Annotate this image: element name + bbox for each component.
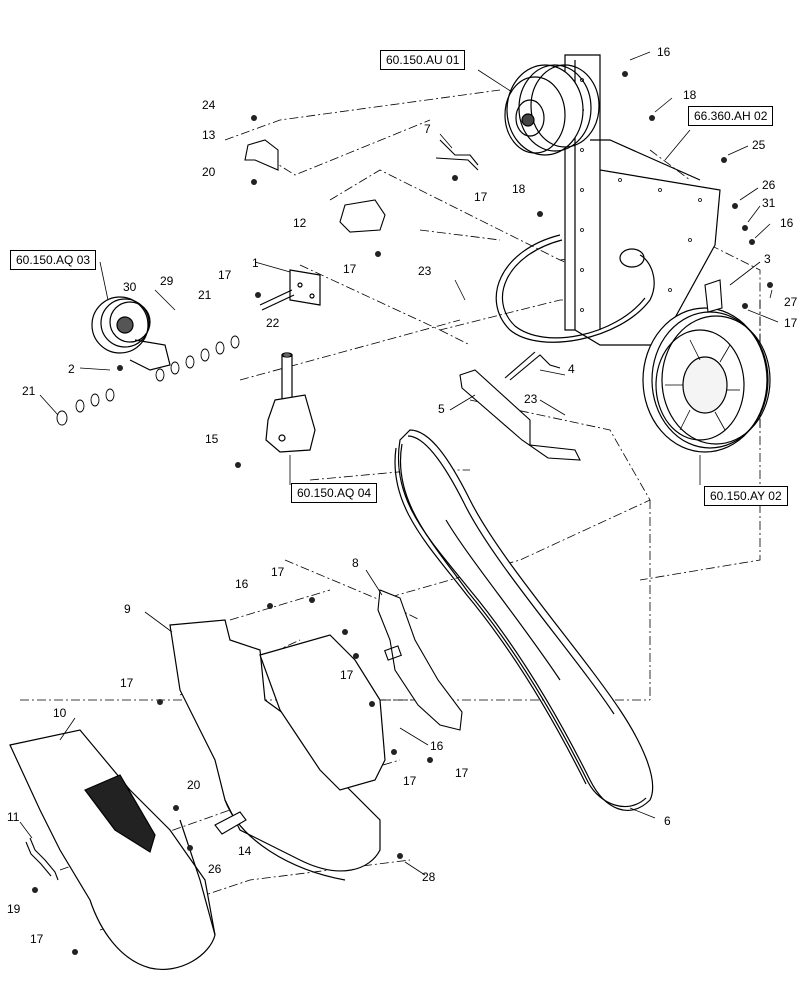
callout-23-a: 23 [418,264,432,278]
callout-17-j: 17 [30,932,44,946]
reference-box-idler-pulley[interactable]: 60.150.AQ 03 [10,250,97,270]
callout-17-e: 17 [271,565,285,579]
callout-6: 6 [664,814,671,828]
hardware-fasteners [32,71,773,955]
callout-2: 2 [68,362,75,376]
callout-16-a: 16 [657,45,671,59]
handle-11 [25,837,59,881]
tensioner [265,352,316,453]
callout-5: 5 [438,402,445,416]
callout-17-h: 17 [403,774,417,788]
plate-5 [459,369,581,461]
callout-1: 1 [252,256,259,270]
callout-27: 27 [784,295,798,309]
callout-17-c: 17 [343,262,357,276]
callout-26-a: 26 [762,178,776,192]
callout-3: 3 [764,252,771,266]
callout-20-b: 20 [187,778,201,792]
inner-shield [169,619,386,881]
callout-23-b: 23 [524,392,538,406]
callout-15: 15 [205,432,219,446]
callout-25: 25 [752,138,766,152]
callout-21-a: 21 [198,288,212,302]
reference-box-top-pulley[interactable]: 60.150.AU 01 [380,50,466,70]
reference-box-main-frame[interactable]: 66.360.AH 02 [688,106,774,126]
callout-18-b: 18 [512,182,526,196]
hydraulic-hose [495,234,655,343]
large-pulley [642,307,771,453]
reference-box-tensioner[interactable]: 60.150.AQ 04 [291,483,378,503]
callout-4: 4 [568,362,575,376]
callout-21-b: 21 [22,384,36,398]
leader-lines [19,51,779,876]
clip-14 [214,811,247,835]
bracket-7 [435,139,479,171]
callout-17-i: 17 [455,766,469,780]
bracket-13 [244,139,279,171]
callout-26-b: 26 [208,862,222,876]
arm-4 [504,351,561,381]
drive-belt [394,429,654,811]
callout-8: 8 [352,556,359,570]
callout-28: 28 [422,870,436,884]
top-pulley [504,64,600,156]
callout-17-d: 17 [784,316,798,330]
callout-24: 24 [202,98,216,112]
callout-14: 14 [238,844,252,858]
callout-16-b: 16 [780,216,794,230]
callout-9: 9 [124,602,131,616]
callout-16-d: 16 [430,739,444,753]
callout-22: 22 [266,316,280,330]
bracket-12 [339,199,386,233]
callout-17-b: 17 [218,268,232,282]
callout-12: 12 [293,216,307,230]
callout-17-a: 17 [474,190,488,204]
bracket-8 [377,589,463,731]
callout-29: 29 [160,274,174,288]
callout-10: 10 [53,706,67,720]
callout-18-a: 18 [683,88,697,102]
callout-13: 13 [202,128,216,142]
callout-7: 7 [424,122,431,136]
outer-guard [9,729,216,970]
washers [56,335,240,426]
idler-pulley [56,296,240,426]
callout-17-f: 17 [120,676,134,690]
bracket-3 [704,279,723,313]
reference-box-large-pulley[interactable]: 60.150.AY 02 [704,486,788,506]
callout-19: 19 [7,902,21,916]
callout-17-g: 17 [340,668,354,682]
callout-16-c: 16 [235,577,249,591]
pulley-spokes [665,339,740,431]
callout-30: 30 [123,280,137,294]
mount-bracket-1 [259,269,321,311]
guard-vent [84,774,156,853]
callout-11: 11 [7,810,20,824]
callout-20-a: 20 [202,165,216,179]
callout-31: 31 [762,196,776,210]
